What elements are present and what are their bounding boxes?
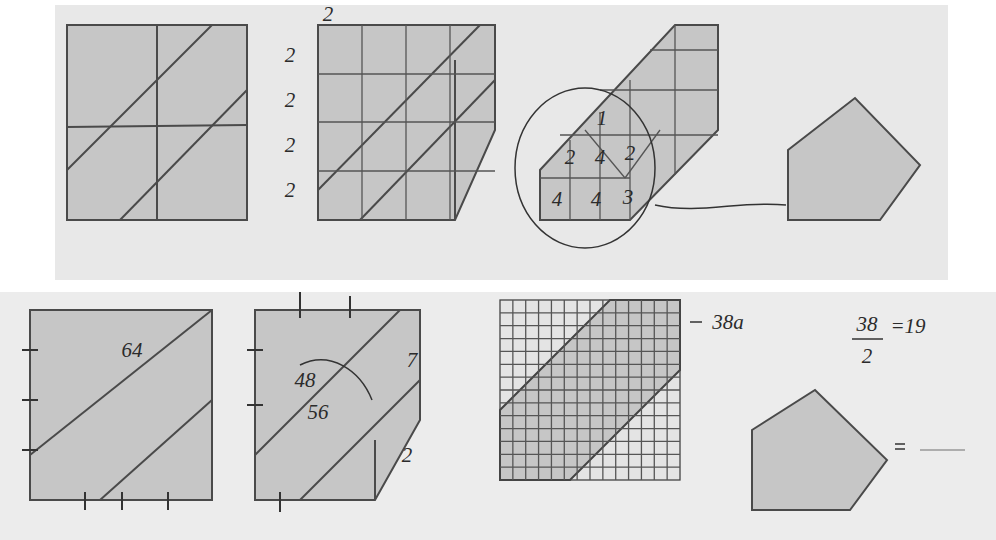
grid-square — [500, 300, 680, 480]
grid-line — [602, 300, 603, 480]
handwritten-number: 4 — [594, 147, 607, 168]
handwritten-number: 2 — [322, 4, 335, 25]
handwritten-number: 38a — [711, 312, 745, 333]
handwritten-number: 64 — [121, 340, 144, 361]
scan-panel — [0, 292, 996, 540]
cut-line — [374, 440, 376, 500]
grid-line — [500, 415, 680, 416]
grid-line — [560, 134, 718, 135]
cut-line — [318, 25, 480, 190]
shaded-band — [500, 300, 680, 480]
handwritten-number: 2 — [861, 346, 874, 367]
cut-line — [454, 60, 456, 220]
pentagon-figure — [788, 98, 920, 220]
grid-line — [540, 177, 630, 178]
grid-line — [500, 428, 680, 429]
cut-line — [300, 380, 420, 500]
tick-marks — [22, 292, 350, 512]
handwritten-number: 4 — [590, 189, 603, 210]
handwritten-number: 1 — [596, 108, 609, 129]
handwritten-number: 2 — [284, 180, 297, 201]
grid-line — [318, 170, 495, 171]
grid-line — [628, 300, 629, 480]
grid-line — [500, 441, 680, 442]
handwritten-number: 4 — [551, 189, 564, 210]
square-figure — [67, 25, 247, 220]
grid-line — [585, 130, 625, 178]
grid-line — [641, 300, 642, 480]
square-figure — [30, 310, 212, 500]
cut-line — [156, 25, 158, 220]
cut-line — [120, 90, 247, 220]
grid-line — [615, 300, 616, 480]
leader-line — [655, 204, 786, 209]
pentagon-figure — [752, 390, 887, 510]
handwritten-number: =19 — [889, 316, 926, 337]
grid-line — [666, 300, 667, 480]
fraction-bar — [852, 338, 883, 340]
grid-line — [318, 73, 495, 74]
square-figure — [255, 310, 420, 500]
handwritten-number: 2 — [624, 143, 637, 164]
grid-line — [650, 49, 718, 50]
grid-line — [654, 300, 655, 480]
cut-line — [30, 310, 212, 455]
grid-line — [500, 389, 680, 390]
grid-line — [674, 25, 675, 175]
circled-region — [515, 88, 655, 248]
scan-panel — [55, 5, 948, 280]
handwritten-number: 38 — [856, 314, 879, 335]
cut-line — [255, 310, 400, 455]
handwritten-number: 56 — [307, 402, 330, 423]
dash-mark — [895, 443, 905, 445]
dash-mark — [690, 321, 702, 323]
grid-line — [500, 466, 680, 467]
grid-line — [318, 121, 495, 122]
grid-line — [500, 454, 680, 455]
handwritten-number: 2 — [284, 135, 297, 156]
cut-line — [67, 125, 247, 127]
hexagon-figure — [540, 25, 718, 220]
handwritten-number: 2 — [564, 147, 577, 168]
dash-mark — [895, 448, 905, 450]
cut-line — [360, 80, 495, 220]
square-figure — [318, 25, 495, 220]
handwritten-number: 48 — [294, 370, 317, 391]
handwritten-number: 2 — [284, 90, 297, 111]
grid-line — [600, 89, 718, 90]
handwritten-number: 2 — [401, 445, 414, 466]
faint-mark — [920, 449, 965, 451]
cut-line — [100, 400, 212, 500]
handwritten-number: 3 — [622, 187, 635, 208]
handwritten-number: 7 — [406, 350, 419, 371]
grid-line — [500, 402, 680, 403]
handwritten-number: 2 — [284, 45, 297, 66]
